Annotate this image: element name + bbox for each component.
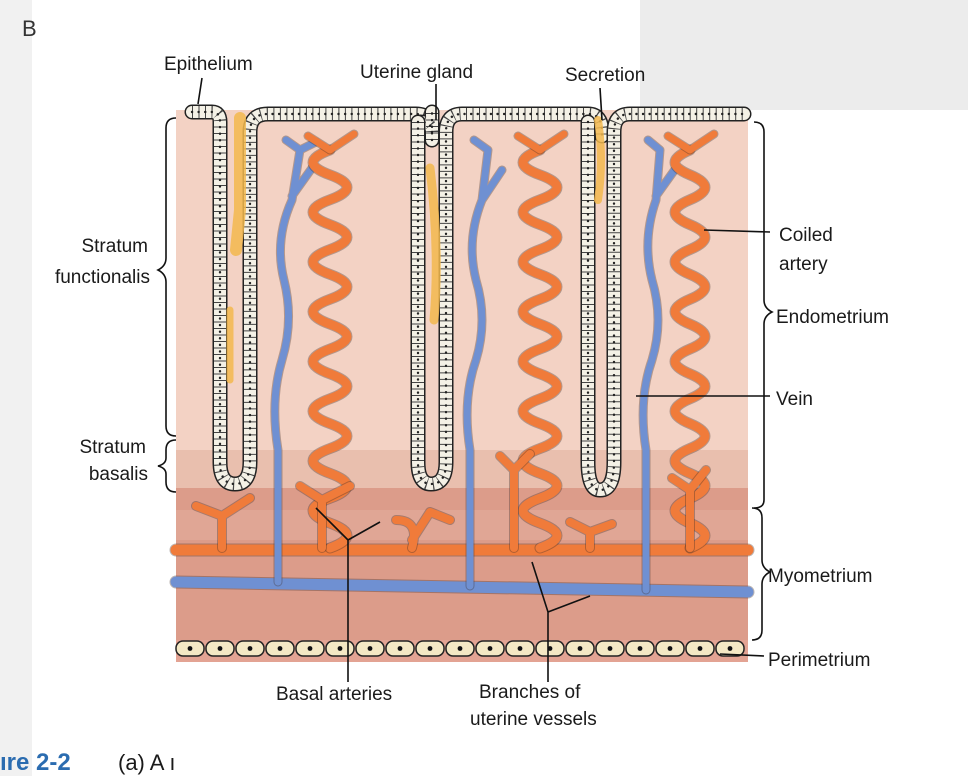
label-epithelium: Epithelium — [164, 54, 253, 75]
perimetrium-nucleus — [428, 646, 433, 651]
perimetrium-nucleus — [608, 646, 613, 651]
brace-stratum-functionalis — [158, 118, 176, 436]
perimetrium-nucleus — [338, 646, 343, 651]
perimetrium-nucleus — [368, 646, 373, 651]
caption-figure-number: ıre 2-2 — [0, 749, 71, 776]
perimetrium-nucleus — [698, 646, 703, 651]
label-coiled-artery-line2: artery — [779, 254, 828, 275]
label-stratum-functionalis-line1: Stratum — [81, 236, 148, 257]
secretion-streak — [598, 120, 601, 200]
label-vein: Vein — [776, 389, 813, 410]
scan-shading — [640, 0, 968, 110]
perimetrium-nucleus — [488, 646, 493, 651]
label-endometrium: Endometrium — [776, 307, 889, 328]
panel-letter: B — [22, 16, 37, 41]
stratum-basalis-layer — [176, 450, 748, 490]
perimetrium-nucleus — [308, 646, 313, 651]
label-secretion: Secretion — [565, 65, 645, 86]
label-uterine-gland: Uterine gland — [360, 62, 473, 83]
perimetrium-nucleus — [728, 646, 733, 651]
perimetrium-layer — [176, 640, 748, 662]
label-myometrium: Myometrium — [768, 566, 873, 587]
label-coiled-artery-line1: Coiled — [779, 225, 833, 246]
perimetrium-nucleus — [398, 646, 403, 651]
label-stratum-functionalis-line2: functionalis — [55, 267, 150, 288]
perimetrium-nucleus — [218, 646, 223, 651]
label-stratum-basalis-line2: basalis — [89, 464, 148, 485]
myometrium-band — [176, 510, 748, 540]
scan-edge — [0, 0, 32, 776]
label-branches-line1: Branches of — [479, 682, 581, 703]
secretion-streak — [236, 118, 240, 250]
perimetrium-nucleus — [278, 646, 283, 651]
leader-epithelium — [198, 78, 202, 104]
label-branches-line2: uterine vessels — [470, 709, 597, 730]
perimetrium-nucleus — [458, 646, 463, 651]
label-stratum-basalis-line1: Stratum — [79, 437, 146, 458]
perimetrium-nucleus — [578, 646, 583, 651]
label-perimetrium: Perimetrium — [768, 650, 870, 671]
perimetrium-nucleus — [188, 646, 193, 651]
perimetrium-nucleus — [638, 646, 643, 651]
brace-stratum-basalis — [158, 440, 176, 492]
brace-endometrium — [754, 122, 772, 508]
label-basal-arteries: Basal arteries — [276, 684, 392, 705]
caption-text: (a) A ı — [118, 750, 175, 775]
perimetrium-nucleus — [248, 646, 253, 651]
perimetrium-nucleus — [518, 646, 523, 651]
perimetrium-nucleus — [668, 646, 673, 651]
